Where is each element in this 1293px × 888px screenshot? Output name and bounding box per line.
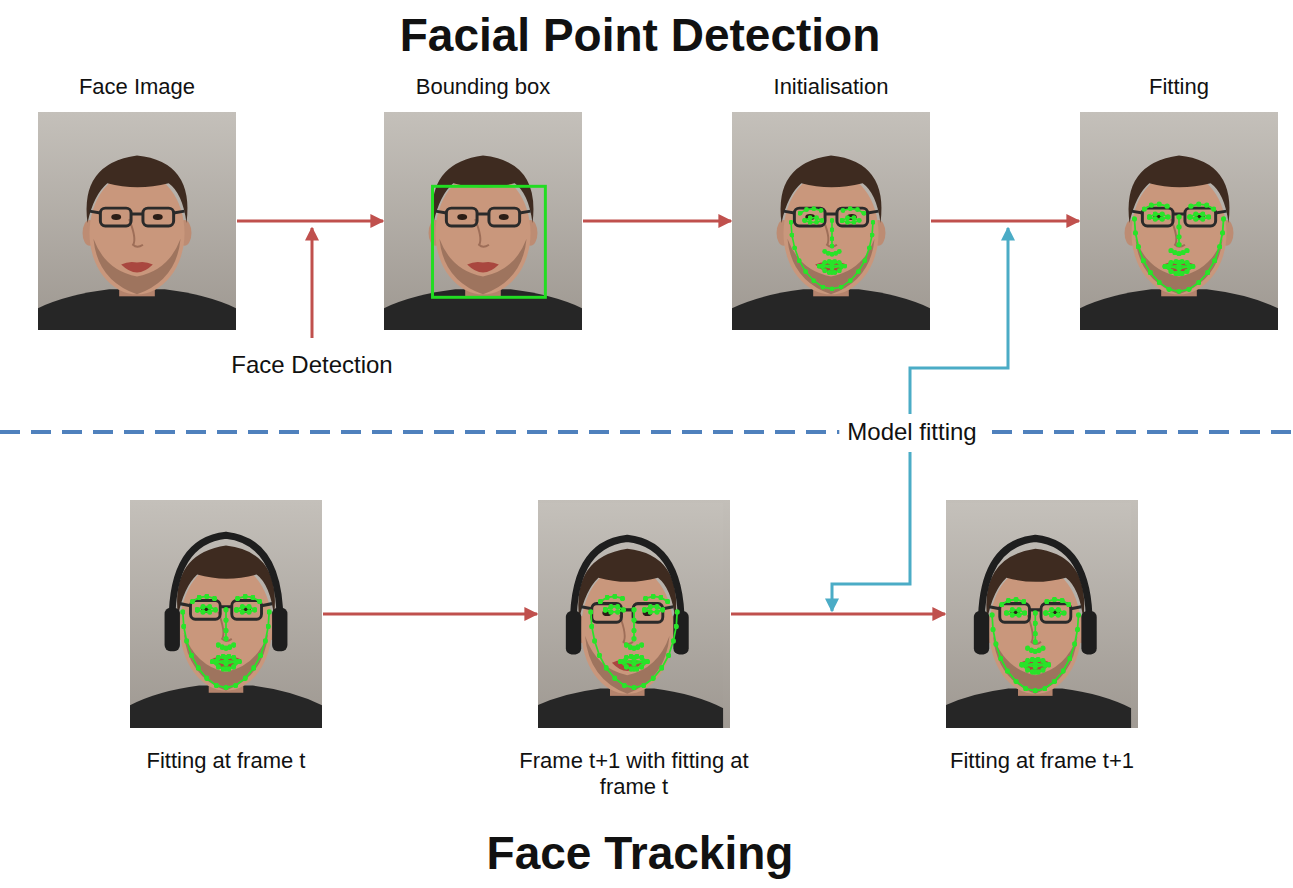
fitting-arrow [910,228,1008,414]
fitting-arrow [832,452,910,611]
detection-arrow [311,228,314,338]
panel-caption: Face Image [79,74,195,100]
panel-caption: Frame t+1 with fitting at frame t [519,748,749,801]
divider-line [0,430,1293,434]
flow-arrow [931,220,1079,223]
annotation-label: Face Detection [223,351,400,380]
panel-caption: Fitting at frame t+1 [950,748,1134,774]
landmark-set [183,596,269,687]
panel-caption: Fitting [1149,74,1209,100]
face-photo [538,500,730,728]
image-panel: Fitting [1080,112,1278,330]
bounding-box [433,186,546,297]
landmark-set [1134,204,1223,291]
landmark-set [992,599,1078,690]
panel-caption: Fitting at frame t [147,748,306,774]
face-photo [732,112,930,330]
face-photo [384,112,582,330]
flow-arrow [323,613,537,616]
flow-arrow [731,613,945,616]
image-panel: Face Image [38,112,236,330]
face-photo [130,500,322,728]
panel-caption: Initialisation [774,74,889,100]
face-photo [1080,112,1278,330]
image-panel: Frame t+1 with fitting at frame t [538,500,730,728]
diagram-caption: Face Tracking [0,828,1280,879]
image-panel: Fitting at frame t+1 [946,500,1138,728]
flow-arrow [237,220,383,223]
panel-caption: Bounding box [416,74,551,100]
flow-arrow [583,220,731,223]
diagram-title: Facial Point Detection [0,10,1280,61]
image-panel: Fitting at frame t [130,500,322,728]
face-photo [38,112,236,330]
landmark-set [591,596,677,687]
face-photo [946,500,1138,728]
image-panel: Bounding box [384,112,582,330]
landmark-set [791,209,873,289]
image-panel: Initialisation [732,112,930,330]
annotation-label: Model fitting [839,418,984,447]
